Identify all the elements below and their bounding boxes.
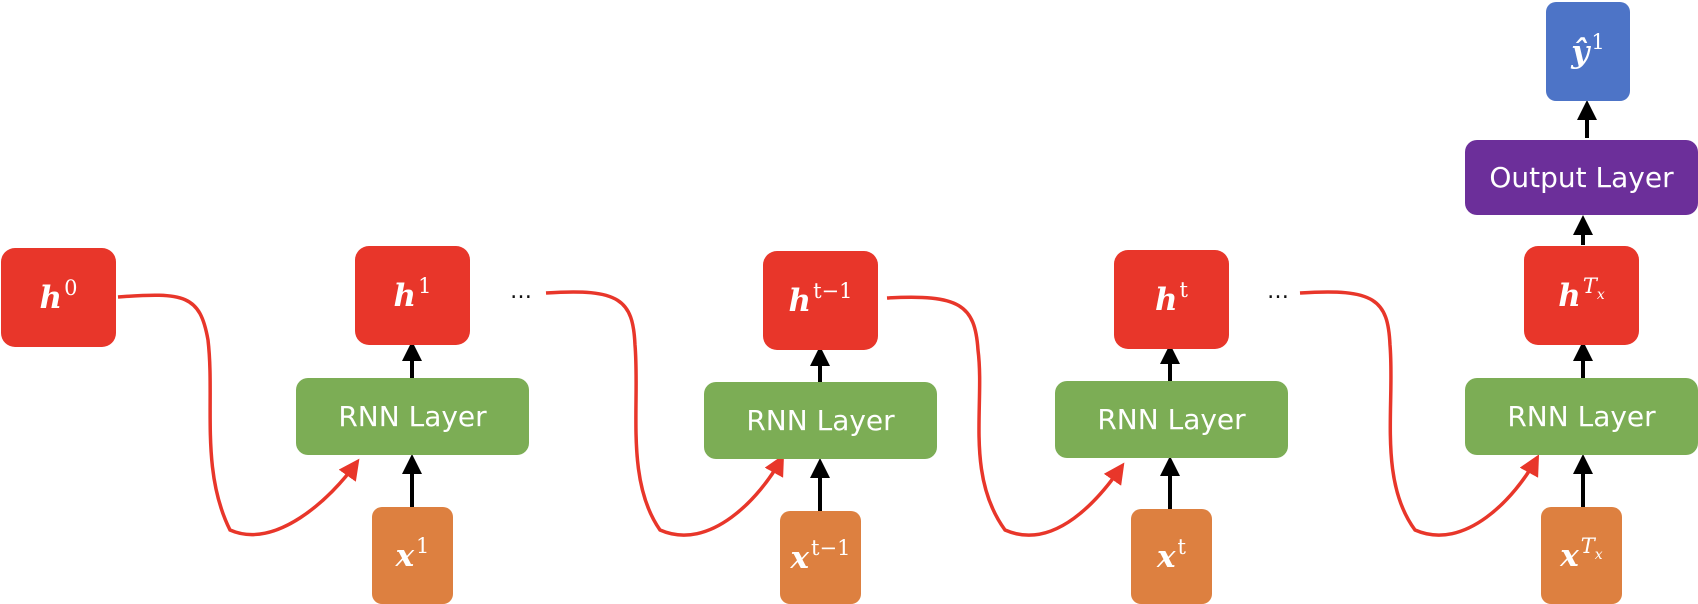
ht-base: h [1155,281,1178,318]
rnn-layer-2-label: RNN Layer [746,404,895,437]
htx-base: h [1558,277,1581,314]
ht1-base: h [788,282,812,319]
rnn-layer-4: RNN Layer [1465,378,1698,455]
rnn-layer-3-label: RNN Layer [1097,403,1246,436]
input-xt: xt [1131,509,1212,604]
rnn-layer-1-label: RNN Layer [338,400,487,433]
xt-sup: t [1177,534,1186,559]
xtx-sup: T [1580,533,1595,558]
hidden-state-htx: hTx [1524,246,1639,345]
ellipsis-1: … [510,279,533,304]
ht-sup: t [1179,277,1188,302]
htx-sup: T [1582,273,1597,298]
input-x1: x1 [372,507,453,604]
xtx-sub: x [1594,546,1603,563]
h0-sup: 0 [64,275,78,300]
recurrent-arrow-h0-to-rnn1 [117,293,360,537]
output-layer-label: Output Layer [1489,161,1674,194]
hidden-state-h0: h0 [1,248,116,347]
yhat-base: ŷ [1571,33,1590,70]
xtx-base: x [1560,537,1579,574]
rnn-layer-2: RNN Layer [704,382,937,459]
rnn-layer-4-label: RNN Layer [1507,400,1656,433]
recurrent-arrow-ht1-to-rnn3 [886,295,1125,537]
output-layer: Output Layer [1465,140,1698,215]
xt1-base: x [790,539,810,576]
rnn-layer-1: RNN Layer [296,378,529,455]
hidden-state-ht-minus-1: ht−1 [763,251,878,350]
h0-base: h [39,279,63,316]
recurrent-arrow-dots-to-rnn2 [545,290,785,537]
recurrent-arrow-dots-to-rnn4 [1299,290,1540,537]
h1-base: h [393,277,417,314]
input-xtx: xTx [1541,507,1622,604]
yhat-sup: 1 [1591,29,1605,54]
x1-base: x [395,537,415,574]
h1-sup: 1 [418,273,432,298]
ht1-sup: t−1 [813,278,853,303]
x1-sup: 1 [416,533,430,558]
input-xt-minus-1: xt−1 [780,511,861,604]
ellipsis-2: … [1267,279,1290,304]
hidden-state-h1: h1 [355,246,470,345]
rnn-layer-3: RNN Layer [1055,381,1288,458]
prediction-yhat: ŷ1 [1546,2,1630,101]
hidden-state-ht: ht [1114,250,1229,349]
htx-sub: x [1596,286,1605,303]
xt-base: x [1157,538,1176,575]
xt1-sup: t−1 [811,535,851,560]
